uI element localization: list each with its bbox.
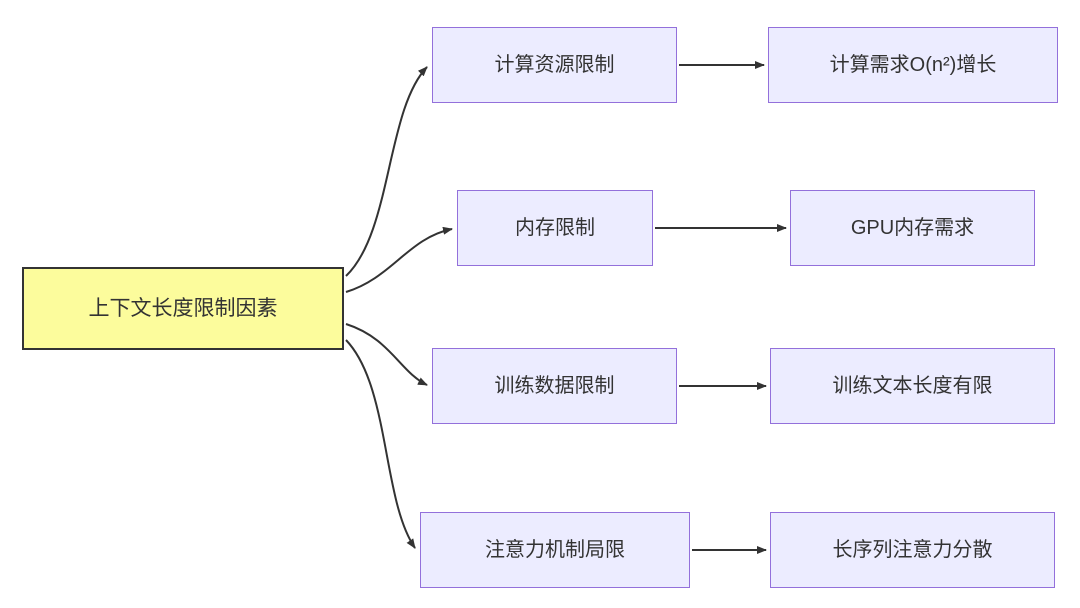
- cause-node-label: 注意力机制局限: [485, 539, 625, 561]
- edge-root-to-training-data-limit: [345, 323, 428, 386]
- effect-node-label: 计算需求O(n²)增长: [829, 54, 997, 76]
- cause-node-label: 内存限制: [515, 217, 595, 239]
- cause-node-memory-limit: 内存限制: [457, 190, 653, 266]
- effect-node-long-sequence-attention-dispersion: 长序列注意力分散: [770, 512, 1055, 588]
- edge-root-to-memory-limit: [345, 226, 453, 293]
- effect-node-label: 长序列注意力分散: [832, 539, 993, 561]
- cause-node-training-data-limit: 训练数据限制: [432, 348, 677, 424]
- cause-node-attention-mechanism-limit: 注意力机制局限: [420, 512, 690, 588]
- cause-node-compute-resource-limit: 计算资源限制: [432, 27, 677, 103]
- effect-node-compute-demand-growth: 计算需求O(n²)增长: [768, 27, 1058, 103]
- edge-root-to-compute-limit: [345, 66, 428, 277]
- edge-root-to-attention-limit: [345, 339, 416, 549]
- cause-node-label: 计算资源限制: [494, 54, 615, 76]
- effect-node-training-text-length-limited: 训练文本长度有限: [770, 348, 1055, 424]
- effect-node-label: GPU内存需求: [850, 217, 975, 239]
- root-node-label: 上下文长度限制因素: [88, 296, 278, 320]
- cause-node-label: 训练数据限制: [494, 375, 615, 397]
- effect-node-label: 训练文本长度有限: [832, 375, 993, 397]
- root-node-context-length-factors: 上下文长度限制因素: [22, 267, 344, 350]
- effect-node-gpu-memory-demand: GPU内存需求: [790, 190, 1035, 266]
